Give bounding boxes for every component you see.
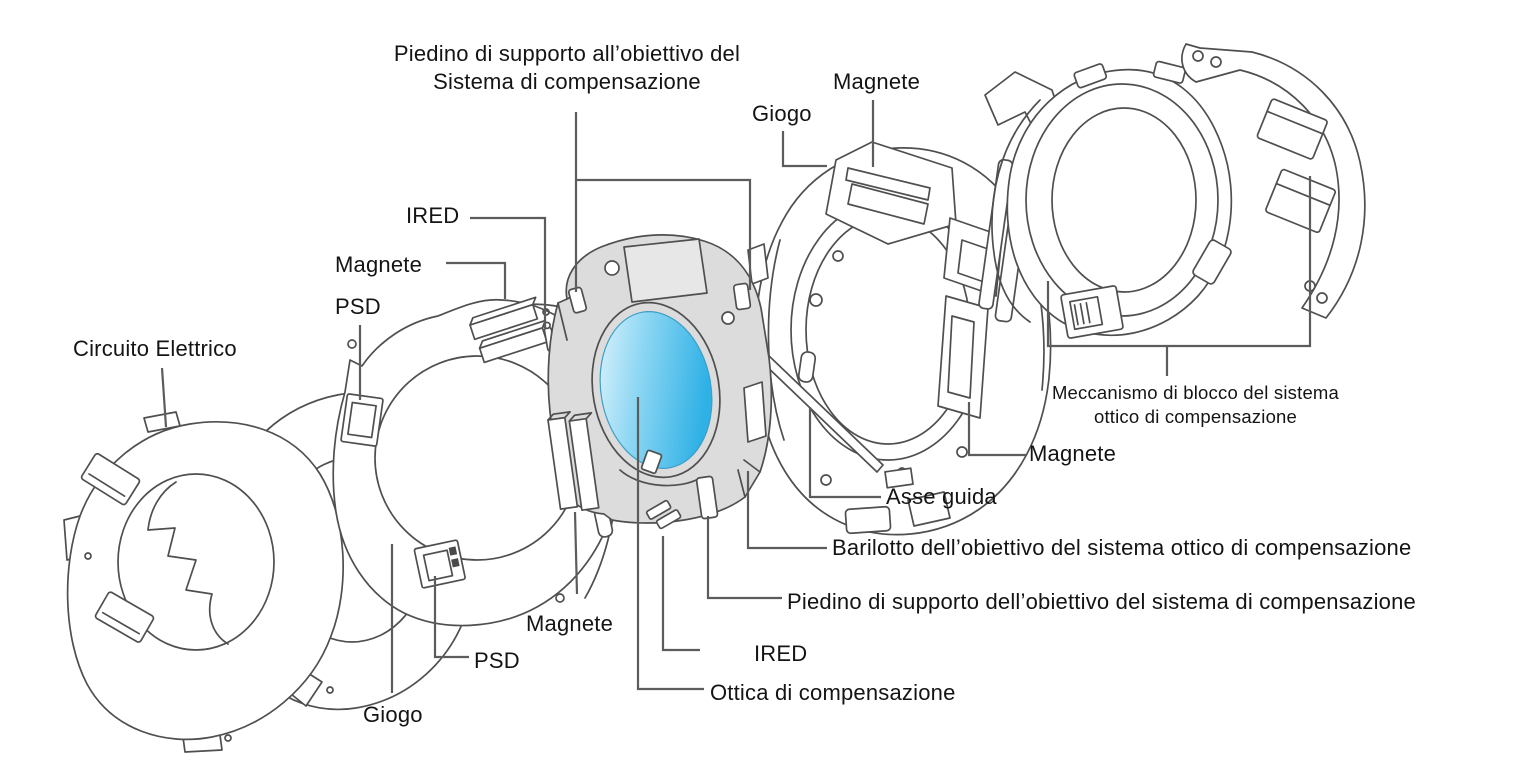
leader-asse-guida [808, 407, 881, 499]
leader-piedino-top-right [576, 178, 752, 290]
leader-psd-bottom [433, 576, 469, 659]
label-magnete-right: Magnete [1029, 441, 1117, 466]
label-giogo-bottom: Giogo [363, 702, 423, 727]
lower-ired-drawing [645, 499, 682, 530]
upper-magnet-bars-drawing [469, 296, 548, 364]
label-magnete-bottom: Magnete [526, 611, 614, 636]
label-psd-bottom: PSD [474, 648, 520, 673]
label-asse-guida: Asse guida [886, 484, 997, 509]
leader-ottica [636, 397, 704, 691]
leader-magnete-left [446, 261, 507, 299]
label-meccanismo-blocco: Meccanismo di blocco del sistema ottico … [1051, 382, 1340, 427]
leader-meccanismo-blocco [1046, 176, 1312, 376]
label-barilotto: Barilotto dell’obiettivo del sistema ott… [832, 535, 1412, 560]
lower-magnet-bars-drawing [547, 410, 600, 512]
lock-ring-drawing [978, 60, 1233, 339]
leader-lines [160, 100, 1312, 693]
label-ired-left: IRED [406, 203, 460, 228]
label-magnete-left: Magnete [335, 252, 423, 277]
compensation-lens-drawing [591, 301, 721, 479]
leader-magnete-bottom [573, 511, 579, 595]
leader-circuito-elettrico [160, 367, 168, 428]
leader-ired-bottom [661, 536, 700, 652]
label-piedino-top: Piedino di supporto all’obiettivo del Si… [393, 41, 741, 95]
circuit-front-ring-drawing [63, 411, 344, 753]
lens-barrel-drawing [547, 234, 773, 524]
label-magnete-top: Magnete [833, 69, 921, 94]
label-piedino-bottom: Piedino di supporto dell’obiettivo del s… [787, 589, 1416, 614]
label-circuito-elettrico: Circuito Elettrico [73, 336, 237, 361]
leader-piedino-bottom [706, 516, 782, 600]
label-psd-left: PSD [335, 294, 381, 319]
label-giogo-top: Giogo [752, 101, 812, 126]
leader-giogo-top [781, 131, 827, 168]
leader-ired-left [470, 216, 547, 328]
leader-barilotto [746, 471, 827, 550]
label-ottica: Ottica di compensazione [710, 680, 956, 705]
label-ired-bottom: IRED [754, 641, 808, 666]
leader-magnete-right [967, 402, 1026, 457]
